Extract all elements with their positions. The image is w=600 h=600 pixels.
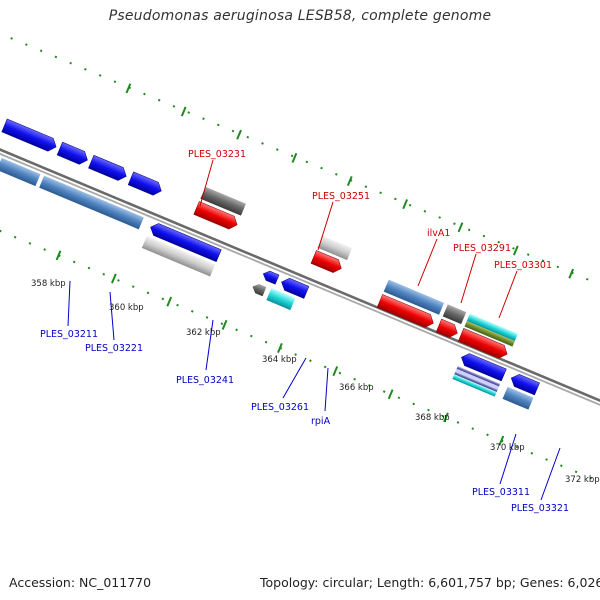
gene-rpia-b[interactable] [266,288,296,311]
gene-ples-03321-b[interactable] [502,386,534,410]
gene-blue-2[interactable] [56,141,90,166]
label-ples-03321[interactable]: PLES_03321 [511,503,569,514]
leader-ples-03321 [540,447,561,501]
reverse-labels: PLES_03211 PLES_03221 PLES_03241 PLES_03… [40,280,569,514]
leader-ples-03301 [498,270,518,319]
major-ticks [55,83,575,446]
gene-ples-03241-b[interactable] [141,235,216,277]
leader-ples-03221 [109,291,115,341]
gene-ples-03261-a[interactable] [261,269,280,285]
label-ples-03291[interactable]: PLES_03291 [453,243,511,254]
tick-label-366: 366 kbp [339,383,374,393]
genome-track [0,24,600,504]
gene-ples-03311-b2[interactable] [455,368,500,390]
leader-ples-03231 [199,159,214,207]
leader-ples-03291 [460,253,477,304]
gene-ples-03311-b1[interactable] [456,365,501,387]
label-ples-03261[interactable]: PLES_03261 [251,402,309,413]
tick-label-360: 360 kbp [109,303,144,313]
tick-label-372: 372 kbp [565,475,600,485]
gene-ples-03261-b[interactable] [251,282,267,297]
label-ples-03301[interactable]: PLES_03301 [494,260,552,271]
gene-ples-03301-a[interactable] [466,313,518,342]
gene-steel-1[interactable] [0,157,41,187]
gene-ilva1-a[interactable] [383,279,445,315]
label-ples-03221[interactable]: PLES_03221 [85,343,143,354]
gene-blue-1[interactable] [1,118,59,154]
gene-ples-03231-b[interactable] [193,201,240,231]
forward-genes [1,118,518,360]
label-ilva1[interactable]: ilvA1 [427,228,450,239]
gene-blue-3[interactable] [88,154,128,183]
genome-summary-text: Topology: circular; Length: 6,601,757 bp… [260,575,600,590]
gene-rpia-a[interactable] [279,276,310,299]
label-ples-03241[interactable]: PLES_03241 [176,375,234,386]
leader-ilva1 [417,238,438,287]
leader-ples-03311 [499,433,517,485]
gene-ples-03291-b[interactable] [435,318,460,340]
leader-ples-03261 [282,357,307,399]
backbone-inner [0,119,600,446]
tick-label-362: 362 kbp [186,328,221,338]
gene-ples-03291-a[interactable] [442,304,467,325]
tick-label-368: 368 kbp [415,413,450,423]
gene-ples-03251-b[interactable] [310,250,344,274]
gene-ples-03241-a[interactable] [148,221,222,263]
backbone-outer [0,115,600,443]
tick-labels: 358 kbp 360 kbp 362 kbp 364 kbp 366 kbp … [31,279,600,485]
tick-label-370: 370 kbp [490,443,525,453]
accession-text: Accession: NC_011770 [9,575,152,590]
gene-ples-03301-c[interactable] [457,328,510,360]
reverse-genes [0,157,540,410]
tick-label-358: 358 kbp [31,279,66,289]
gene-ples-03321-a[interactable] [509,372,540,396]
tick-label-364: 364 kbp [262,355,297,365]
gene-ples-03311-b4[interactable] [452,374,497,397]
gene-ples-03211[interactable] [39,175,144,230]
label-ples-03231[interactable]: PLES_03231 [188,149,246,160]
gene-ples-03231-a[interactable] [200,186,246,216]
label-rpia[interactable]: rpiA [311,416,331,427]
forward-labels: PLES_03231 PLES_03251 ilvA1 PLES_03291 P… [188,149,552,319]
gene-ples-03251-a[interactable] [317,235,353,261]
gene-ples-03311-b3[interactable] [454,371,498,393]
gene-ples-03311-a[interactable] [459,351,507,382]
label-ples-03211[interactable]: PLES_03211 [40,329,98,340]
leader-rpia [324,367,329,412]
label-ples-03311[interactable]: PLES_03311 [472,487,530,498]
leader-ples-03211 [67,280,71,327]
label-ples-03251[interactable]: PLES_03251 [312,191,370,202]
gene-ples-03301-b[interactable] [464,321,515,347]
gene-blue-4[interactable] [127,171,164,198]
leader-ples-03251 [317,201,334,251]
leader-ples-03241 [205,319,214,371]
map-title: Pseudomonas aeruginosa LESB58, complete … [108,8,492,24]
gene-ilva1-b[interactable] [376,294,436,329]
